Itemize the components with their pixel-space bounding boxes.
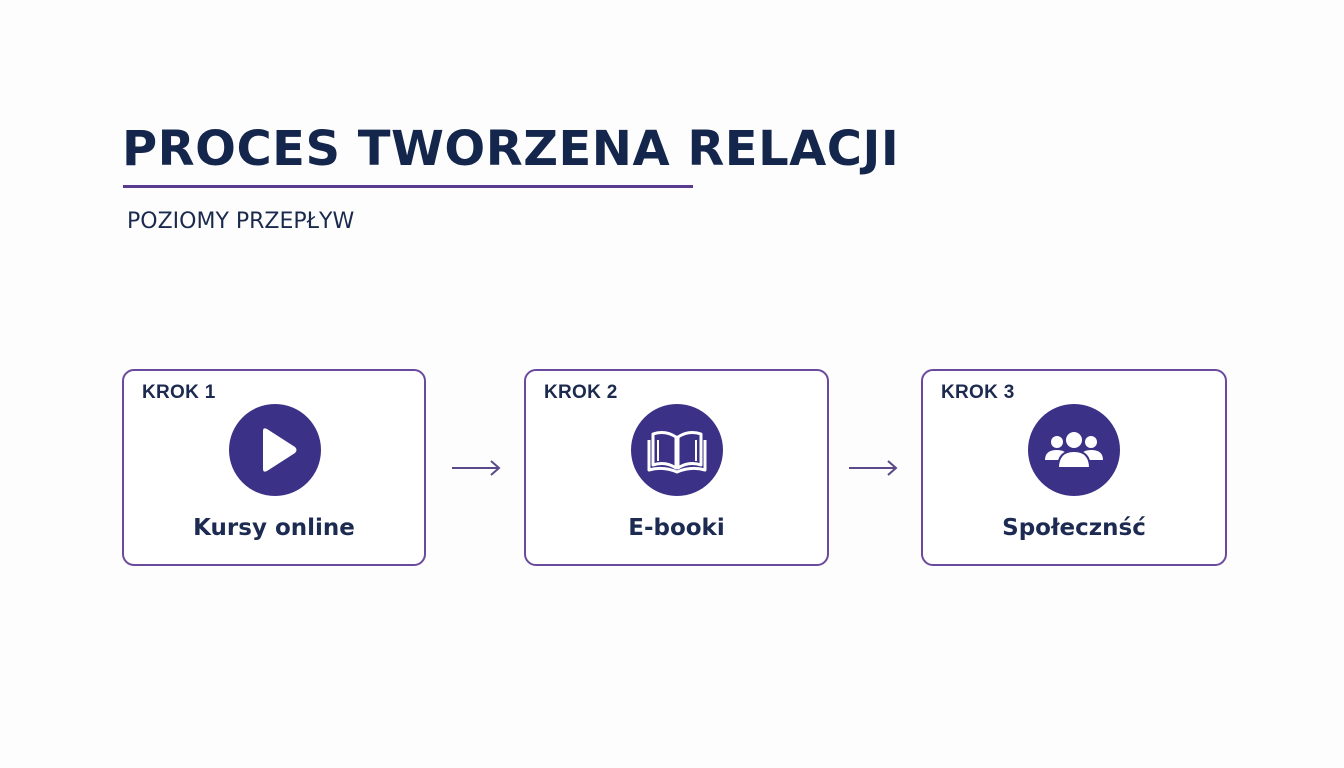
arrow-right-icon bbox=[452, 460, 501, 476]
step-label: KROK 2 bbox=[544, 382, 618, 403]
page-subtitle: POZIOMY PRZEPŁYW bbox=[127, 209, 355, 234]
step-name: Społecznść bbox=[1002, 515, 1146, 541]
step-name: E-booki bbox=[628, 515, 725, 541]
people-group-icon bbox=[1028, 404, 1120, 496]
open-book-icon bbox=[631, 404, 723, 496]
play-icon bbox=[229, 404, 321, 496]
step-card-3: KROK 3 Społecznść bbox=[921, 369, 1227, 566]
step-card-2: KROK 2 E-booki bbox=[524, 369, 829, 566]
step-name: Kursy online bbox=[193, 515, 355, 541]
step-label: KROK 1 bbox=[142, 382, 216, 403]
arrow-right-icon bbox=[849, 460, 898, 476]
step-card-1: KROK 1 Kursy online bbox=[122, 369, 426, 566]
title-underline bbox=[123, 185, 693, 188]
page-title: PROCES TWORZENA RELACJI bbox=[122, 121, 900, 177]
step-label: KROK 3 bbox=[941, 382, 1015, 403]
